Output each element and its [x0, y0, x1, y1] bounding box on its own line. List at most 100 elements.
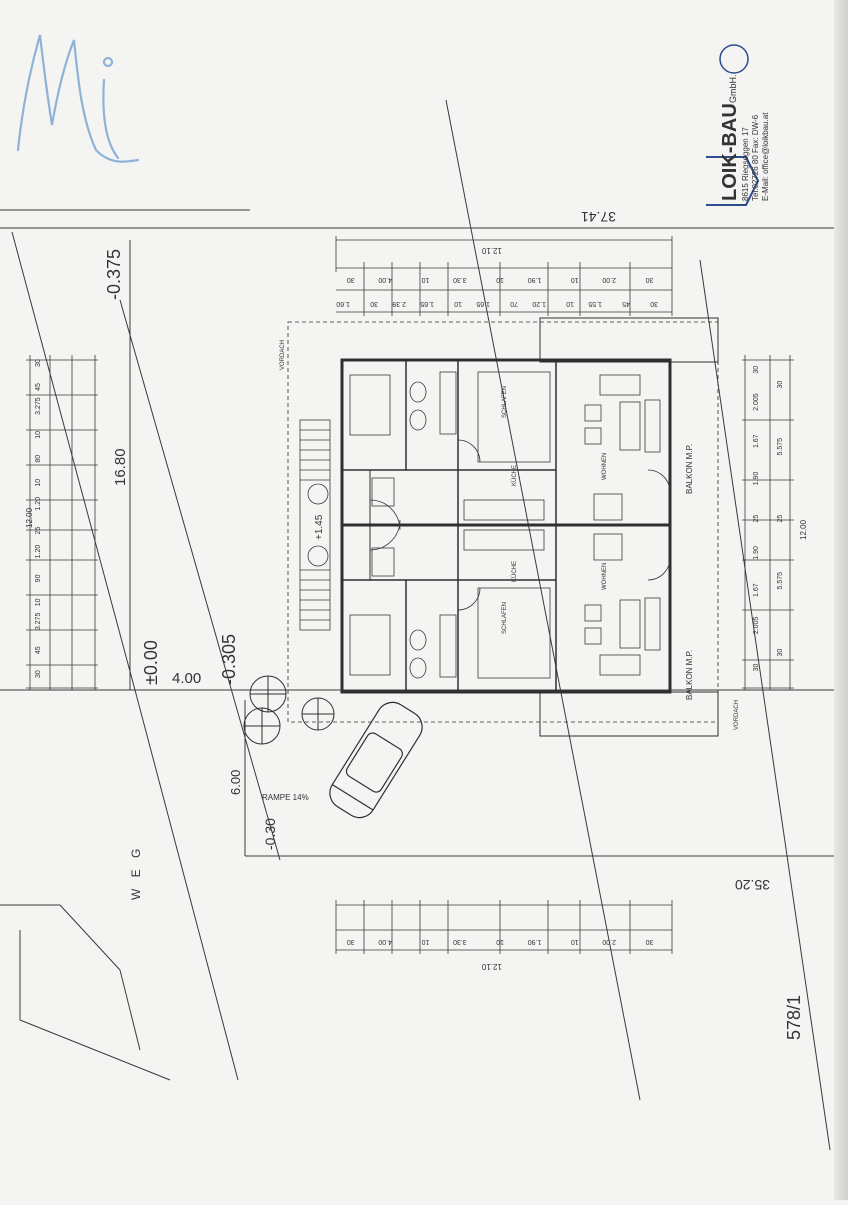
dimension-value: 2.00 — [602, 938, 616, 945]
dimension-value: 70 — [510, 300, 518, 307]
dimension-value: 1.20 — [35, 497, 42, 511]
room-label-kitchen-bottom: KÜCHE — [511, 561, 518, 582]
setback-dim: 4.00 — [172, 670, 201, 687]
dimension-value: 2.00 — [602, 276, 616, 283]
room-label-living-top: WOHNEN — [602, 453, 608, 480]
dimension-value: 30 — [777, 649, 784, 657]
dimension-value: 1.65 — [476, 300, 490, 307]
dimension-value: 45 — [35, 383, 42, 391]
dimension-chain-right-second: 30 5.575 25 5.575 30 — [777, 381, 784, 657]
dimension-value: 5.575 — [777, 572, 784, 590]
dimension-value: 90 — [35, 574, 42, 582]
dimension-value: 1.60 — [336, 300, 350, 307]
room-labels: SCHLAFEN SCHLAFEN WOHNEN WOHNEN KÜCHE KÜ… — [502, 386, 694, 700]
elevation-entry: +1.45 — [314, 514, 325, 540]
dimension-value: 3.275 — [35, 397, 42, 415]
dimension-value: 10 — [421, 276, 429, 283]
dimension-value: 30 — [35, 359, 42, 367]
elevation-texts: 37.41 -0.375 -0.305 ±0.00 -0.30 +1.45 16… — [25, 209, 808, 1040]
scan-edge — [834, 0, 848, 1200]
dimension-value: 10 — [35, 479, 42, 487]
dimension-value: 25 — [777, 515, 784, 523]
dimension-value: 1.90 — [528, 276, 542, 283]
dimension-value: 10 — [496, 276, 504, 283]
room-label-bedroom-top: SCHLAFEN — [502, 386, 508, 418]
dimension-value: 30 — [777, 381, 784, 389]
dimension-value: 30 — [650, 300, 658, 307]
elevation-top-left: -0.375 — [104, 249, 124, 300]
room-label-living-bottom: WOHNEN — [602, 563, 608, 590]
dimension-value: 1.20 — [35, 545, 42, 559]
elevation-top-right: 37.41 — [581, 209, 616, 225]
dimension-value: 1.90 — [753, 546, 760, 560]
car-outline — [329, 701, 423, 819]
dimension-value: 1.20 — [532, 300, 546, 307]
dimension-value: 30 — [347, 276, 355, 283]
driveway-dim: 6.00 — [228, 770, 243, 795]
dimension-value: 2.005 — [753, 617, 760, 635]
dimension-value: 10 — [421, 938, 429, 945]
dimension-value: 5.575 — [777, 438, 784, 456]
house-width-top: 12.10 — [481, 246, 502, 255]
dimension-value: 30 — [753, 663, 760, 671]
dimension-value: 30 — [35, 670, 42, 678]
elevation-mid-left: -0.305 — [219, 634, 239, 685]
dimension-value: 10 — [571, 276, 579, 283]
dimension-value: 2.005 — [753, 393, 760, 411]
elevation-ramp: -0.30 — [262, 818, 278, 850]
dimension-value: 30 — [645, 276, 653, 283]
ramp-label: RAMPE 14% — [262, 793, 309, 802]
site-boundaries — [0, 99, 848, 1151]
building-walls — [287, 317, 719, 737]
room-label-bedroom-bottom: SCHLAFEN — [502, 602, 508, 634]
balcony-label-bottom: BALKON M.P. — [685, 650, 694, 700]
logo-suffix: GmbH. — [728, 74, 738, 103]
dimension-chain-right: 30 2.005 1.67 1.90 25 1.90 1.67 2.005 30 — [753, 366, 760, 672]
dimension-value: 2.39 — [392, 300, 406, 307]
parcel-number: 578/1 — [784, 995, 804, 1040]
dimension-value: 1.55 — [588, 300, 602, 307]
dimension-value: 1.67 — [753, 583, 760, 597]
dimension-value: 10 — [35, 598, 42, 606]
door-swings — [369, 439, 671, 611]
house-width-bottom: 12.10 — [481, 962, 502, 971]
dimension-value: 4.00 — [378, 276, 392, 283]
dimension-value: 30 — [347, 938, 355, 945]
dimension-value: 10 — [566, 300, 574, 307]
dimension-value: 25 — [753, 515, 760, 523]
dimension-value: 10 — [571, 938, 579, 945]
dimension-value: 80 — [35, 455, 42, 463]
room-label-kitchen-top: KÜCHE — [511, 465, 518, 486]
canopy-bottom-label: VORDACH — [734, 700, 740, 730]
dimension-value: 10 — [496, 938, 504, 945]
dimension-value: 3.30 — [453, 938, 467, 945]
dimension-value: 1.90 — [528, 938, 542, 945]
dimension-value: 10 — [454, 300, 462, 307]
furniture — [349, 371, 661, 679]
trees — [243, 675, 335, 745]
canopy-top-label: VORDACH — [280, 340, 286, 370]
entrance-stairs — [299, 419, 331, 631]
dimension-value: 3.275 — [35, 613, 42, 631]
dimension-ticks — [26, 236, 794, 954]
logo-name: LOIK-BAU — [719, 103, 741, 201]
dimension-value: 30 — [645, 938, 653, 945]
dimension-value: 45 — [35, 646, 42, 654]
elevation-bottom-right: 35.20 — [735, 877, 770, 893]
dimension-value: 10 — [35, 431, 42, 439]
overall-length: 16.80 — [112, 448, 129, 486]
overall-width-right: 12.00 — [799, 519, 808, 540]
logo-address: 8615 Riegseggen 17 — [741, 127, 750, 201]
dimension-value: 4.00 — [378, 938, 392, 945]
dimension-chain-bottom: 30 2.00 10 1.90 10 3.30 10 4.00 30 — [347, 938, 654, 945]
dimension-value: 1.90 — [753, 472, 760, 486]
dimension-value: 30 — [753, 366, 760, 374]
dimension-value: 1.67 — [753, 434, 760, 448]
elevation-zero: ±0.00 — [141, 640, 161, 685]
road-label: W E G — [129, 845, 143, 900]
overall-width-left: 12.00 — [25, 507, 34, 528]
